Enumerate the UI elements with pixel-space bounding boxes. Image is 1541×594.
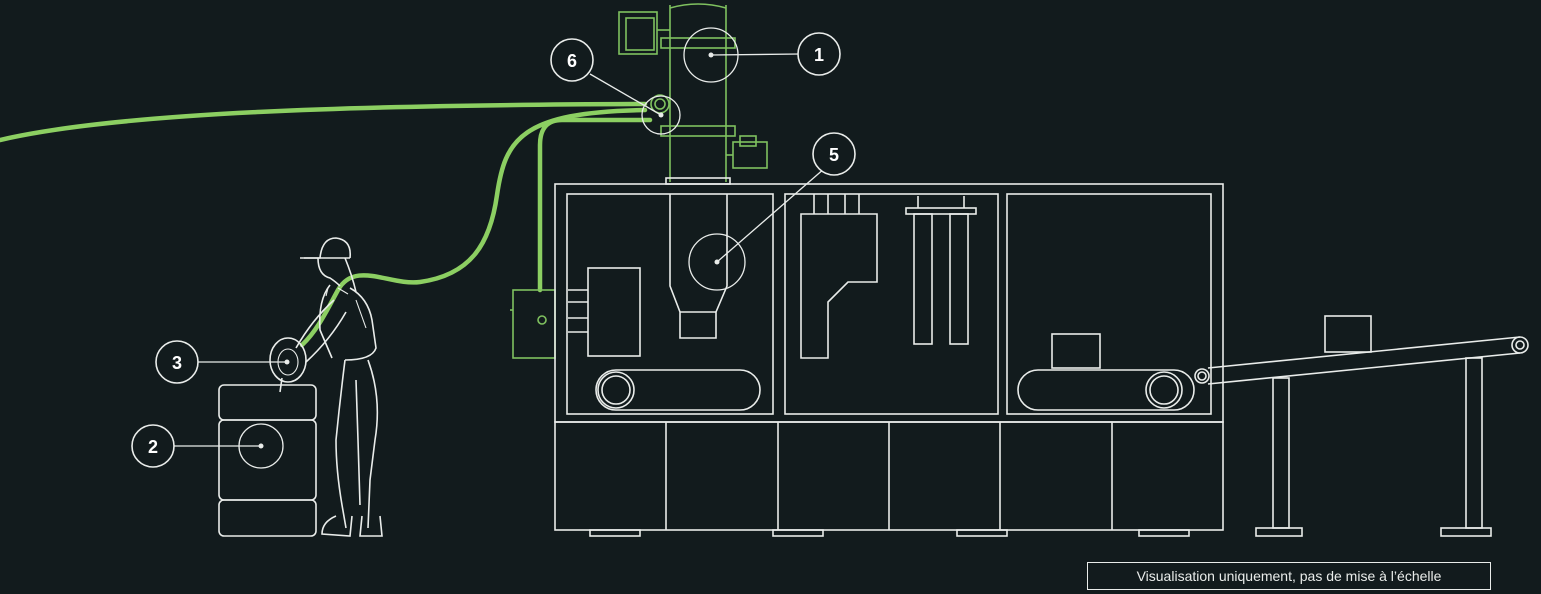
callout-6: 6 bbox=[550, 38, 681, 135]
outfeed-conveyor bbox=[1194, 315, 1529, 537]
callout-3: 3 bbox=[155, 340, 290, 384]
scale-disclaimer: Visualisation uniquement, pas de mise à … bbox=[1087, 562, 1491, 590]
callout-3-label: 3 bbox=[172, 353, 182, 373]
callout-2: 2 bbox=[131, 423, 284, 469]
callout-5: 5 bbox=[688, 132, 856, 291]
vacuum-hoses bbox=[0, 101, 653, 348]
callout-1-target bbox=[683, 27, 739, 83]
packaging-machine bbox=[554, 183, 1224, 537]
bag-stack bbox=[218, 384, 317, 537]
control-box bbox=[510, 289, 556, 359]
vacuum-conveyor-unit bbox=[618, 3, 768, 185]
callout-1-label: 1 bbox=[814, 45, 824, 65]
callout-2-label: 2 bbox=[148, 437, 158, 457]
operator-figure bbox=[269, 237, 383, 537]
callout-1: 1 bbox=[683, 27, 841, 83]
callout-6-label: 6 bbox=[567, 51, 577, 71]
callout-5-label: 5 bbox=[829, 145, 839, 165]
